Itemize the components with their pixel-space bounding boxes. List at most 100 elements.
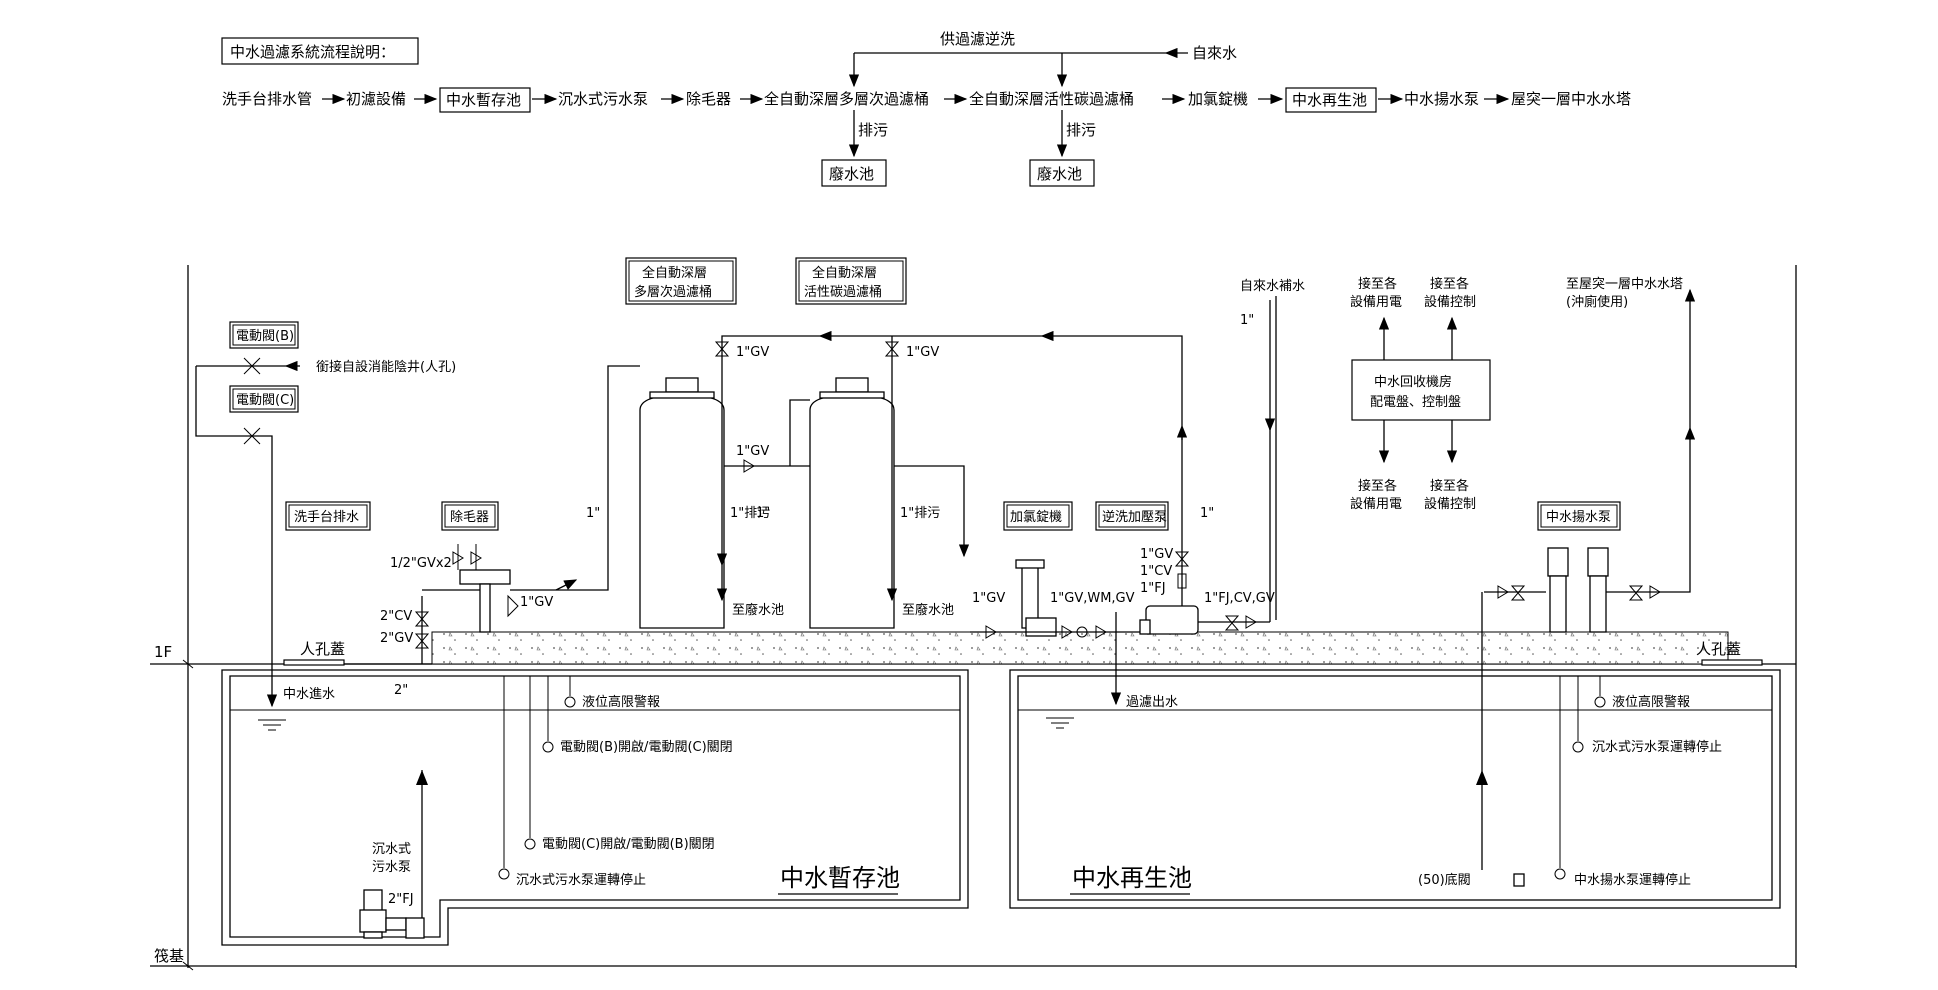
bp-gv-label: 1"GV [1140,547,1173,562]
flow-step-basin-pipe: 洗手台排水管 [222,90,312,108]
drain-a-label: 1"排污 [730,506,770,521]
submersible-pump-icon [359,889,425,939]
backwash-header: 1" [721,330,1214,624]
flow-waste-1: 廢水池 [829,165,874,183]
flow-step-temp-tank: 中水暫存池 [446,91,521,109]
multimedia-filter: 1"排污 至廢水池 1" 1"GV 1"GV [570,341,810,629]
bottom-valve-label: (50)底閥 [1418,872,1471,888]
lift-pump-label: 中水揚水泵 [1546,509,1611,525]
flow-waste-2-box [1029,159,1095,187]
to-power-1-b: 設備用電 [1350,294,1402,310]
manhole-2-label: 人孔蓋 [1696,640,1741,658]
filtered-out-label: 過濾出水 [1126,695,1178,710]
hair-filter-body [459,569,511,585]
flow-step-chlorinator: 加氯錠機 [1188,90,1248,108]
to-power-2-a: 接至各 [1358,478,1397,494]
city-makeup-size: 1" [1240,313,1254,328]
tank-2-label: 中水再生池 [1072,864,1192,892]
flow-step-multimedia-filter: 全自動深層多層次過濾桶 [764,90,929,108]
gv2in-label: 2"GV [380,631,413,646]
sump-stop-label: 沉水式污水泵運轉停止 [516,872,646,888]
chlorinator-label: 加氯錠機 [1010,510,1062,525]
p2-label: 1" [756,506,770,521]
filter1-label-1: 全自動深層 [642,265,707,281]
flow-title-box [221,37,419,65]
backwash-pump-label: 逆洗加壓泵 [1102,509,1167,525]
carbon-filter: 1"排污 至廢水池 1" 1"GV [756,341,970,629]
valve-c-label: 電動閥(C) [236,393,294,408]
valve-c-open-label: 電動閥(C)開啟/電動閥(B)關閉 [542,837,715,852]
to-tower-2: (沖廁使用) [1566,294,1628,310]
flow-waste-1-box [821,159,887,187]
panel-label-1: 中水回收機房 [1374,374,1452,390]
flow-step-carbon-filter: 全自動深層活性碳過濾桶 [969,90,1134,108]
tank-1-label: 中水暫存池 [780,864,900,892]
to-control-2-b: 設備控制 [1424,496,1476,512]
gv1-label: 1"GV [736,345,769,360]
regen-tank: 中水再生池 過濾出水 (50)底閥 液位高限警報 沉水式污水泵運轉停止 中水揚水… [1009,592,1781,909]
p3-label: 1" [1200,506,1214,521]
gv3-label: 1"GV [520,595,553,610]
fjcvgv-label: 1"FJ,CV,GV [1204,591,1275,606]
fj2-label: 2"FJ [388,892,414,907]
control-panel-box [1351,359,1491,421]
level-alarm-1-label: 液位高限警報 [582,694,660,710]
to-power-2-b: 設備用電 [1350,496,1402,512]
to-waste-b-label: 至廢水池 [902,603,954,618]
building-structure: 1F 筏基 人孔蓋 人孔蓋 [150,265,1797,971]
flow-drain-1: 排污 [858,121,888,139]
lift-pump-assembly: 至屋突一層中水水塔 (沖廁使用) [1484,276,1696,633]
to-tower-1: 至屋突一層中水水塔 [1566,276,1683,292]
manhole-1-label: 人孔蓋 [300,640,345,658]
flow-step-regen-tank-box [1285,87,1377,113]
gv5-label: 1"GV [972,591,1005,606]
filter2-label-1: 全自動深層 [812,265,877,281]
sub-pump-label-2: 污水泵 [372,860,411,875]
control-panel-group: 中水回收機房 配電盤、控制盤 接至各 設備用電 接至各 設備控制 接至各 設備用… [1350,276,1491,512]
flow-step-prefilter: 初濾設備 [346,90,406,108]
to-waste-a-label: 至廢水池 [732,603,784,618]
inflow-label: 中水進水 [283,687,335,702]
p2in-label: 2" [394,683,408,698]
bp-cv-label: 1"CV [1140,564,1172,579]
valve-b-label: 電動閥(B) [236,329,294,344]
flow-title: 中水過濾系統流程說明： [230,43,395,61]
flow-drain-2: 排污 [1066,121,1096,139]
valve-b-open-label: 電動閥(B)開啟/電動閥(C)關閉 [560,740,733,755]
gv2-label: 1"GV [736,444,769,459]
gv4-label: 1"GV [906,345,939,360]
flow-step-roof-tower: 屋突一層中水水塔 [1511,90,1631,108]
to-power-1-a: 接至各 [1358,276,1397,292]
level-alarm-2-label: 液位高限警報 [1612,694,1690,710]
connect-note: 銜接自設消能陰井(人孔) [316,359,456,375]
filter1-label-2: 多層次過濾桶 [634,284,712,300]
bp-fj-label: 1"FJ [1140,581,1166,596]
backwash-pump-assembly: 1"GV 1"CV 1"FJ 1"FJ,CV,GV [1139,300,1276,635]
basin-drain-label: 洗手台排水 [294,510,359,525]
gvwm-label: 1"GV,WM,GV [1050,591,1135,606]
sub-pump-label-1: 沉水式 [372,842,411,857]
floor-base: 筏基 [154,947,184,965]
flow-step-hair-filter: 除毛器 [686,90,731,108]
flow-description: 中水過濾系統流程說明： 洗手台排水管 初濾設備 中水暫存池 沉水式污水泵 除毛器… [221,30,1631,187]
motor-valves: 電動閥(B) 電動閥(C) 銜接自設消能陰井(人孔) [195,321,456,448]
to-control-1-a: 接至各 [1430,276,1469,292]
to-control-1-b: 設備控制 [1424,294,1476,310]
flow-step-temp-tank-box [439,87,531,113]
sump-stop-2-label: 沉水式污水泵運轉停止 [1592,739,1722,755]
temp-storage-tank: 中水暫存池 中水進水 沉水式污水泵運轉停止 電動閥(C)開啟/電動閥(B)關閉 … [221,448,969,946]
half-gv-label: 1/2"GVx2 [390,556,452,571]
to-control-2-a: 接至各 [1430,478,1469,494]
flow-step-sump-pump: 沉水式污水泵 [558,90,648,108]
flow-step-regen-tank: 中水再生池 [1292,91,1367,109]
equipment-pad [431,631,1729,665]
hair-filter-label: 除毛器 [450,510,489,525]
flow-backwash-label: 供過濾逆洗 [940,30,1015,48]
floor-1f: 1F [154,643,172,661]
hair-filter-assembly: 1/2"GVx2 2"CV 2"GV 2" 1"GV [380,544,578,698]
lift-stop-label: 中水揚水泵運轉停止 [1574,872,1691,888]
flow-city-water: 自來水 [1192,44,1237,62]
p1-label: 1" [586,506,600,521]
city-makeup-label: 自來水補水 [1240,279,1305,294]
